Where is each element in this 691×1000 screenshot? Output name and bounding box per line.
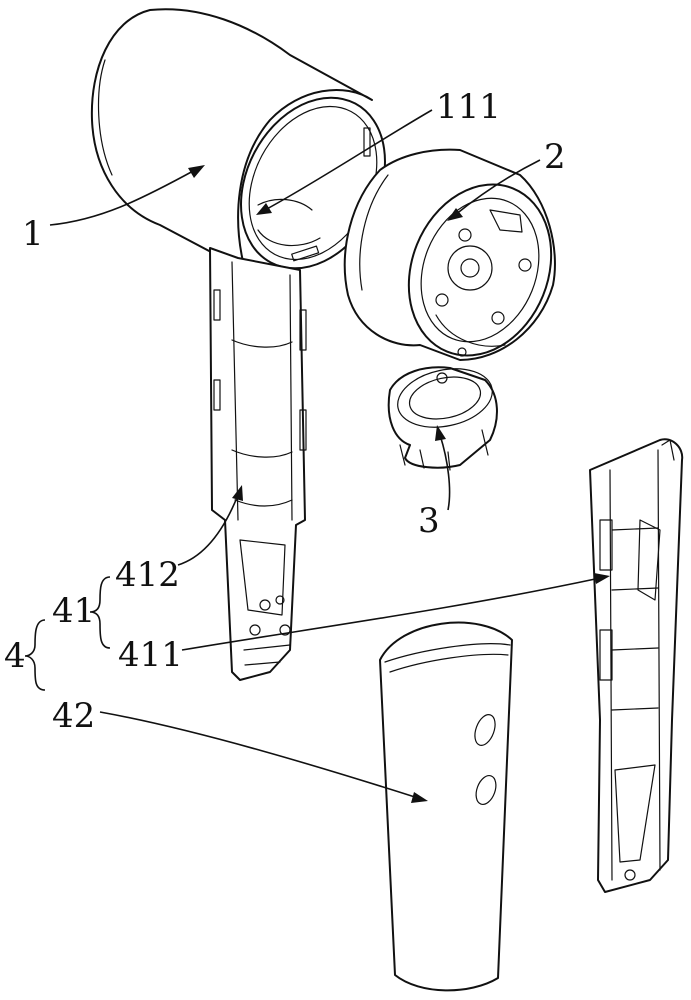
leader-3 [439,434,451,511]
part-42-handle-sleeve [379,621,513,992]
part-412-inner-frame [209,247,307,681]
label-part-411: 411 [118,635,183,675]
reference-numerals: 1 111 2 3 412 41 411 4 42 [4,87,566,736]
label-part-1: 1 [22,214,44,254]
label-part-3: 3 [418,501,440,541]
label-part-111: 111 [436,87,501,127]
brace-4 [24,619,46,691]
label-part-412: 412 [115,555,180,595]
part-3-base-plug [387,366,498,471]
leader-111 [264,109,433,211]
label-part-42: 42 [52,696,95,736]
part-411-side-shell [589,438,684,893]
label-part-4: 4 [4,636,26,676]
leader-lines [24,109,610,803]
leader-42 [99,711,419,799]
label-part-41: 41 [52,591,95,631]
leader-2 [454,159,541,216]
brace-41 [89,576,111,649]
label-part-2: 2 [544,137,566,177]
leader-1 [49,169,196,226]
leader-412 [177,494,239,566]
leader-411 [181,577,601,651]
part-2-motor-bracket [343,148,556,361]
